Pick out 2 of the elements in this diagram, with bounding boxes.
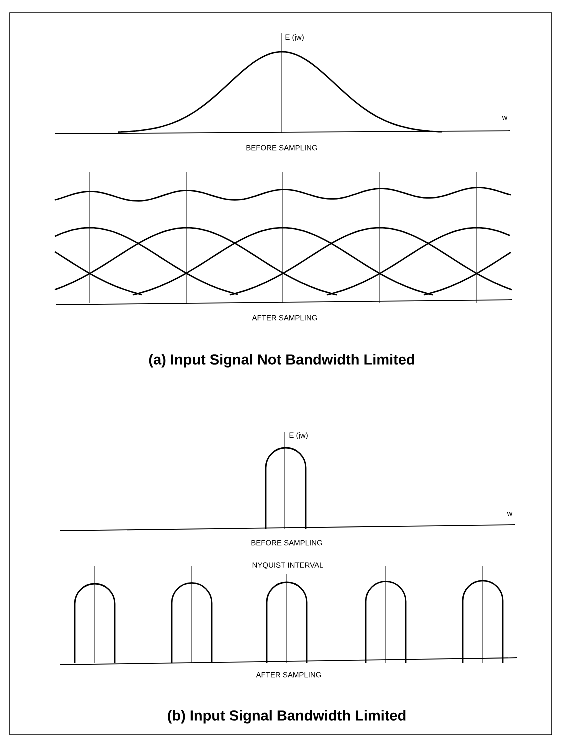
caption: (a) Input Signal Not Bandwidth Limited (149, 354, 414, 368)
caption: (b) Input Signal Bandwidth Limited (168, 710, 406, 724)
